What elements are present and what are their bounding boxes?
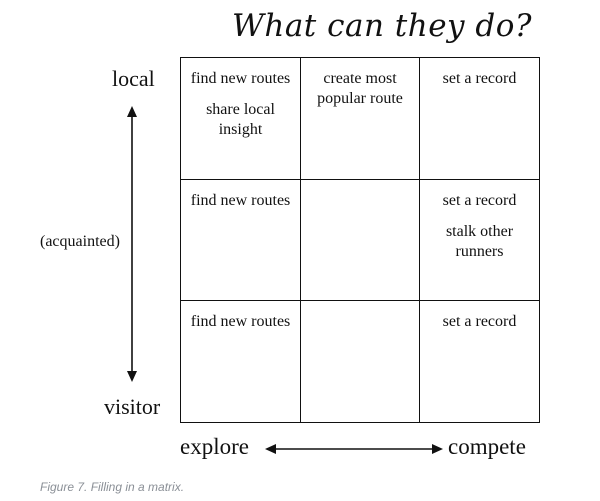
col-label-compete: compete: [448, 434, 526, 459]
figure-caption: Figure 7. Filling in a matrix.: [40, 480, 185, 494]
matrix-cell: set a record: [420, 58, 539, 180]
matrix-cell: find new routes share local insight: [181, 58, 301, 180]
cell-entry: set a record: [442, 70, 517, 87]
cell-entry: stalk other runners: [445, 223, 514, 260]
row-label-visitor: visitor: [104, 394, 161, 419]
matrix-cell: [301, 301, 420, 422]
diagram-title: What can they do?: [232, 8, 533, 44]
matrix-cell: find new routes: [181, 301, 301, 422]
matrix-grid: find new routes share local insight creat…: [180, 57, 540, 423]
cell-entry: find new routes: [190, 192, 291, 209]
matrix-cell: set a record: [420, 301, 539, 422]
cell-entry: set a record: [442, 192, 517, 209]
col-label-explore: explore: [180, 434, 249, 459]
matrix-cell: set a record stalk other runners: [420, 180, 539, 301]
horizontal-double-arrow: [265, 444, 443, 454]
cell-entry: set a record: [442, 313, 517, 330]
matrix-cell: find new routes: [181, 180, 301, 301]
cell-entry: share local insight: [206, 101, 275, 138]
matrix-cell: [301, 180, 420, 301]
row-label-acquainted: (acquainted): [40, 233, 120, 250]
cell-entry: create most popular route: [317, 70, 403, 107]
cell-entry: find new routes: [190, 70, 291, 87]
cell-entry: find new routes: [190, 313, 291, 330]
row-label-local: local: [112, 66, 155, 91]
vertical-double-arrow: [127, 106, 137, 382]
matrix-cell: create most popular route: [301, 58, 420, 180]
